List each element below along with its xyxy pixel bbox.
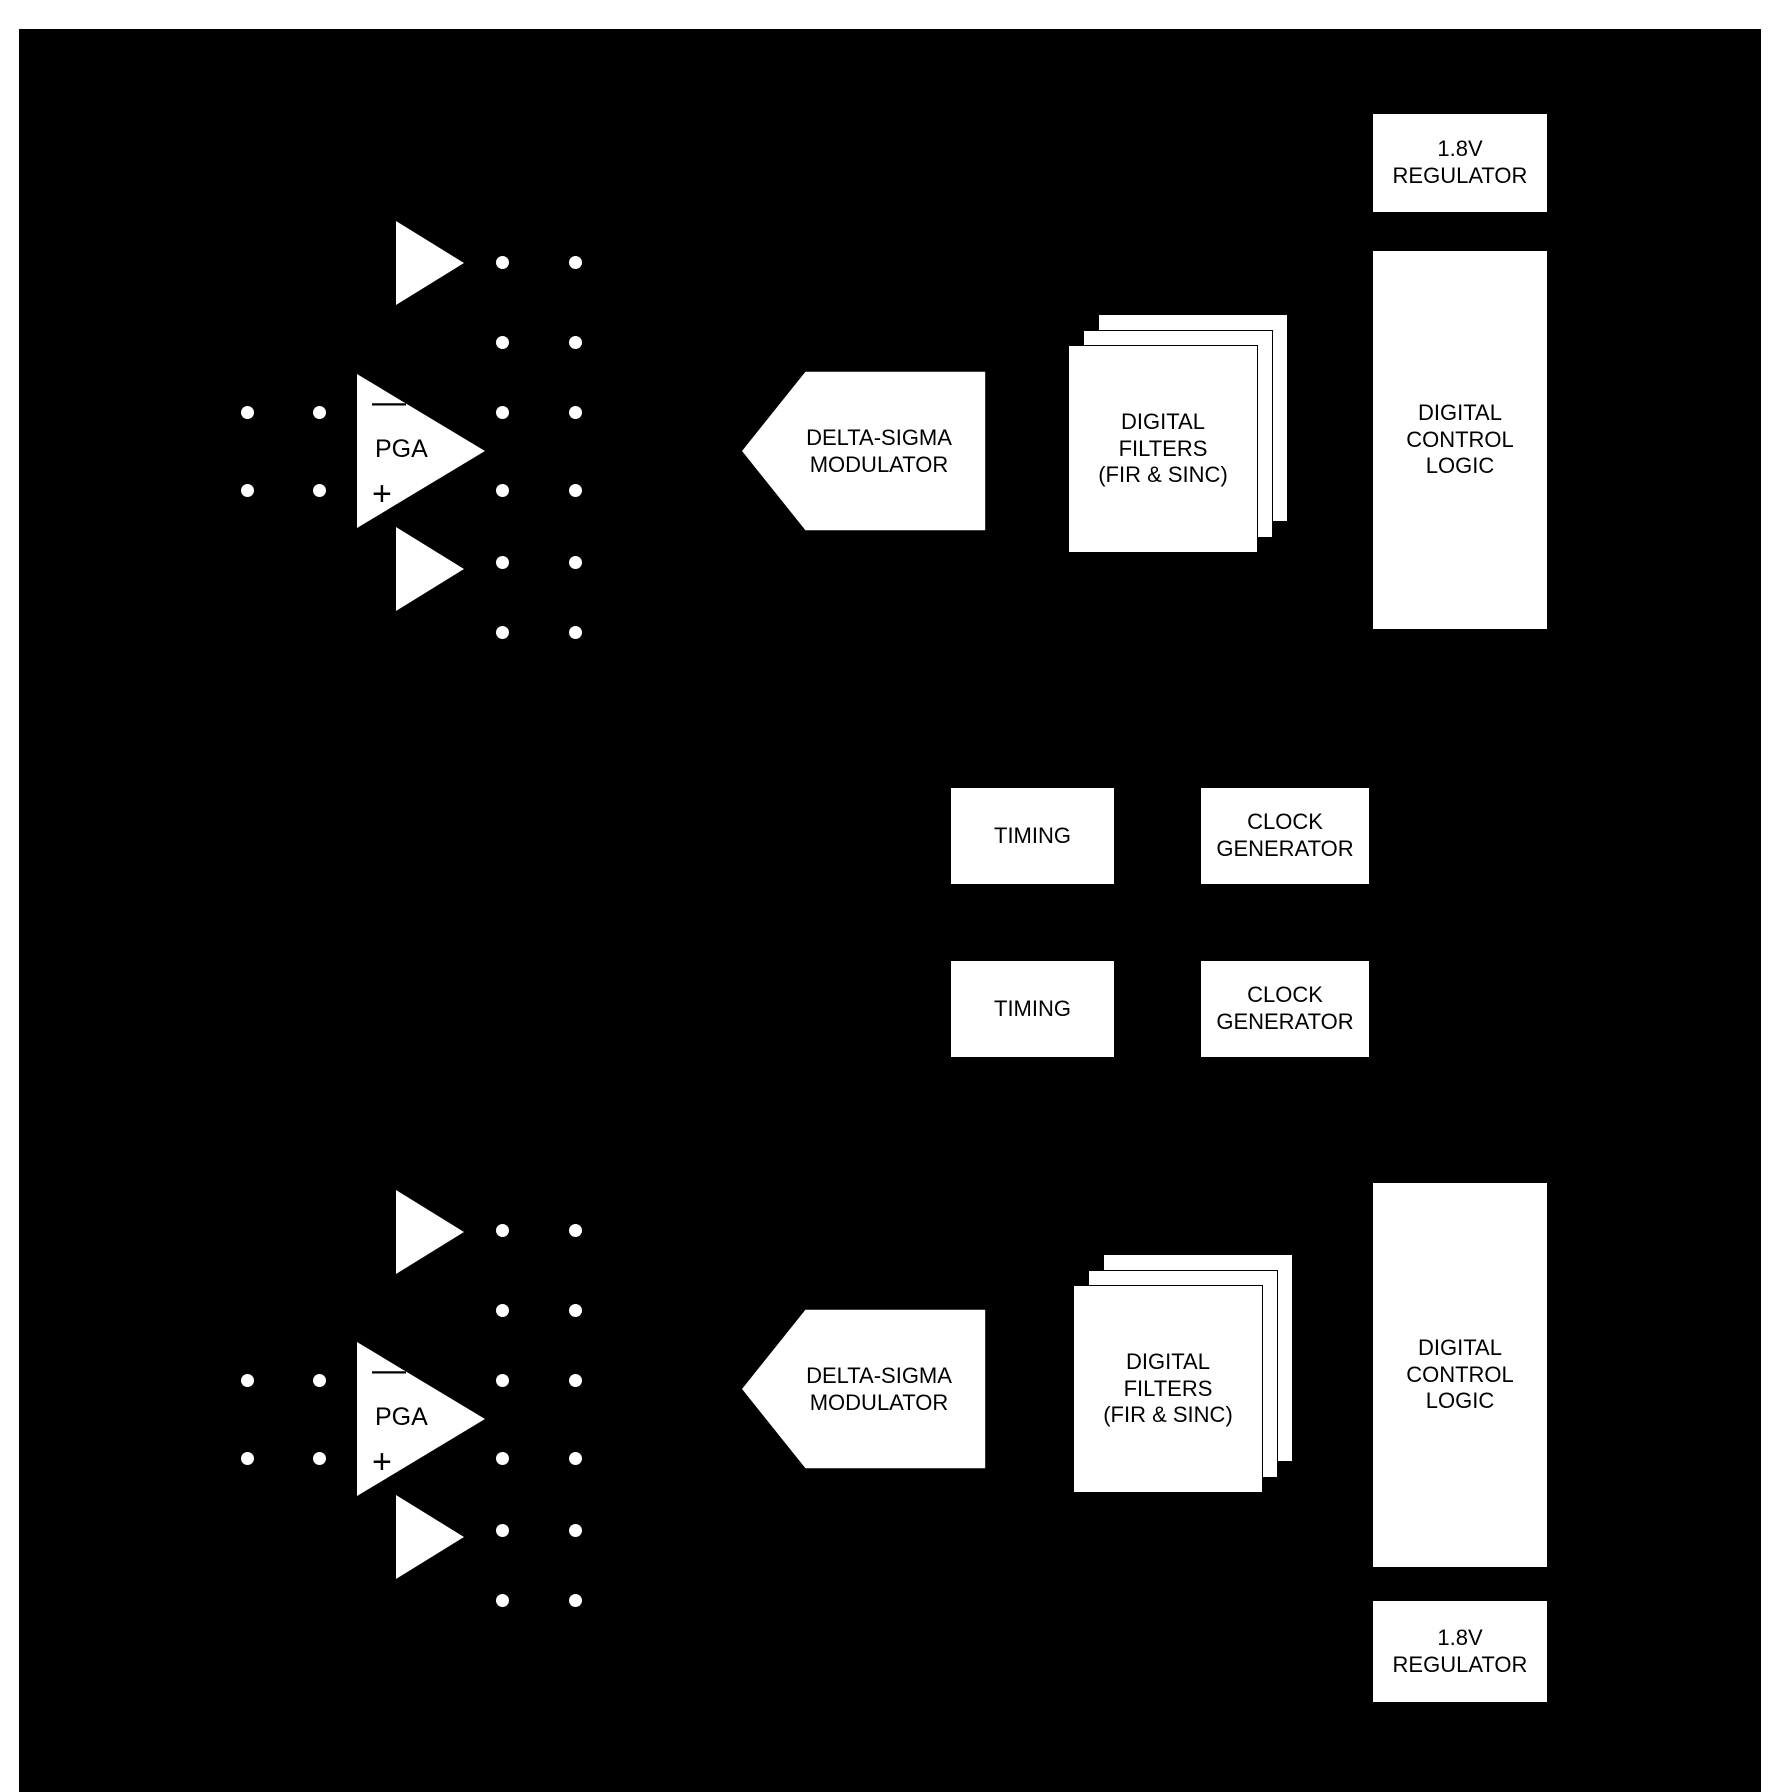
regulator-box-bottom[interactable]: 1.8V REGULATOR [1372,1600,1548,1703]
pin-dot-icon[interactable] [496,1304,509,1317]
filter-sheet-front-top[interactable]: DIGITAL FILTERS (FIR & SINC) [1068,345,1258,553]
pin-dot-icon[interactable] [241,1374,254,1387]
pin-dot-icon[interactable] [569,336,582,349]
pga-plus-sign-bottom: + [372,1443,392,1481]
clock-generator-box-bottom[interactable]: CLOCK GENERATOR [1200,960,1370,1058]
pga-amplifier-bottom[interactable] [356,1341,486,1497]
amplifier-triangle-icon [357,374,485,528]
pin-dot-icon[interactable] [313,1374,326,1387]
pin-dot-icon[interactable] [569,1374,582,1387]
pga-label-bottom: PGA [375,1403,428,1431]
pin-dot-icon[interactable] [313,484,326,497]
amplifier-triangle-bottom-lower[interactable] [395,1494,465,1580]
delta-sigma-modulator-label-top: DELTA-SIGMA MODULATOR [806,424,952,478]
pga-label-top: PGA [375,435,428,463]
delta-sigma-modulator-label-bottom: DELTA-SIGMA MODULATOR [806,1362,952,1416]
pga-minus-sign-top: — [372,383,406,421]
pin-dot-icon[interactable] [569,484,582,497]
pin-dot-icon[interactable] [496,556,509,569]
amplifier-triangle-icon [396,221,464,305]
amplifier-triangle-top-upper[interactable] [395,220,465,306]
pga-plus-sign-top: + [372,475,392,513]
regulator-box-top[interactable]: 1.8V REGULATOR [1372,113,1548,213]
pga-minus-sign-bottom: — [372,1351,406,1389]
pin-dot-icon[interactable] [569,626,582,639]
pin-dot-icon[interactable] [496,484,509,497]
pin-dot-icon[interactable] [313,406,326,419]
amplifier-triangle-icon [396,1190,464,1274]
timing-box-top[interactable]: TIMING [950,787,1115,885]
control-logic-box-bottom[interactable]: DIGITAL CONTROL LOGIC [1372,1182,1548,1568]
diagram-canvas: 1.8V REGULATOR DIGITAL CONTROL LOGIC DIG… [19,29,1761,1792]
pin-dot-icon[interactable] [496,1524,509,1537]
pin-dot-icon[interactable] [496,1452,509,1465]
pentagon-arrow-icon [740,370,987,532]
pin-dot-icon[interactable] [241,406,254,419]
pin-dot-icon[interactable] [496,1374,509,1387]
digital-filters-label-top: DIGITAL FILTERS (FIR & SINC) [1098,408,1228,488]
filter-sheet-front-bottom[interactable]: DIGITAL FILTERS (FIR & SINC) [1073,1285,1263,1493]
pin-dot-icon[interactable] [241,484,254,497]
pin-dot-icon[interactable] [313,1452,326,1465]
pin-dot-icon[interactable] [569,1524,582,1537]
delta-sigma-modulator-top[interactable] [740,370,987,532]
pin-dot-icon[interactable] [569,256,582,269]
amplifier-triangle-top-lower[interactable] [395,526,465,612]
clock-generator-box-top[interactable]: CLOCK GENERATOR [1200,787,1370,885]
clock-generator-label-top: CLOCK GENERATOR [1216,809,1354,861]
pin-dot-icon[interactable] [496,406,509,419]
control-logic-label-top: DIGITAL CONTROL LOGIC [1406,399,1514,479]
timing-label-top: TIMING [994,822,1071,848]
delta-sigma-modulator-bottom[interactable] [740,1308,987,1470]
pin-dot-icon[interactable] [569,406,582,419]
pin-dot-icon[interactable] [569,556,582,569]
pin-dot-icon[interactable] [496,1224,509,1237]
regulator-label-bottom: 1.8V REGULATOR [1392,1624,1528,1677]
amplifier-triangle-icon [396,527,464,611]
clock-generator-label-bottom: CLOCK GENERATOR [1216,982,1354,1034]
pin-dot-icon[interactable] [496,336,509,349]
amplifier-triangle-icon [357,1342,485,1496]
pin-dot-icon[interactable] [569,1224,582,1237]
amplifier-triangle-icon [396,1495,464,1579]
pin-dot-icon[interactable] [496,626,509,639]
pin-dot-icon[interactable] [496,256,509,269]
pin-dot-icon[interactable] [569,1452,582,1465]
control-logic-label-bottom: DIGITAL CONTROL LOGIC [1406,1334,1514,1414]
pga-amplifier-top[interactable] [356,373,486,529]
digital-filters-label-bottom: DIGITAL FILTERS (FIR & SINC) [1103,1348,1233,1428]
pin-dot-icon[interactable] [496,1594,509,1607]
pin-dot-icon[interactable] [241,1452,254,1465]
timing-label-bottom: TIMING [994,995,1071,1021]
pin-dot-icon[interactable] [569,1304,582,1317]
timing-box-bottom[interactable]: TIMING [950,960,1115,1058]
control-logic-box-top[interactable]: DIGITAL CONTROL LOGIC [1372,250,1548,630]
regulator-label-top: 1.8V REGULATOR [1392,136,1528,188]
amplifier-triangle-bottom-upper[interactable] [395,1189,465,1275]
pin-dot-icon[interactable] [569,1594,582,1607]
pentagon-arrow-icon [740,1308,987,1470]
